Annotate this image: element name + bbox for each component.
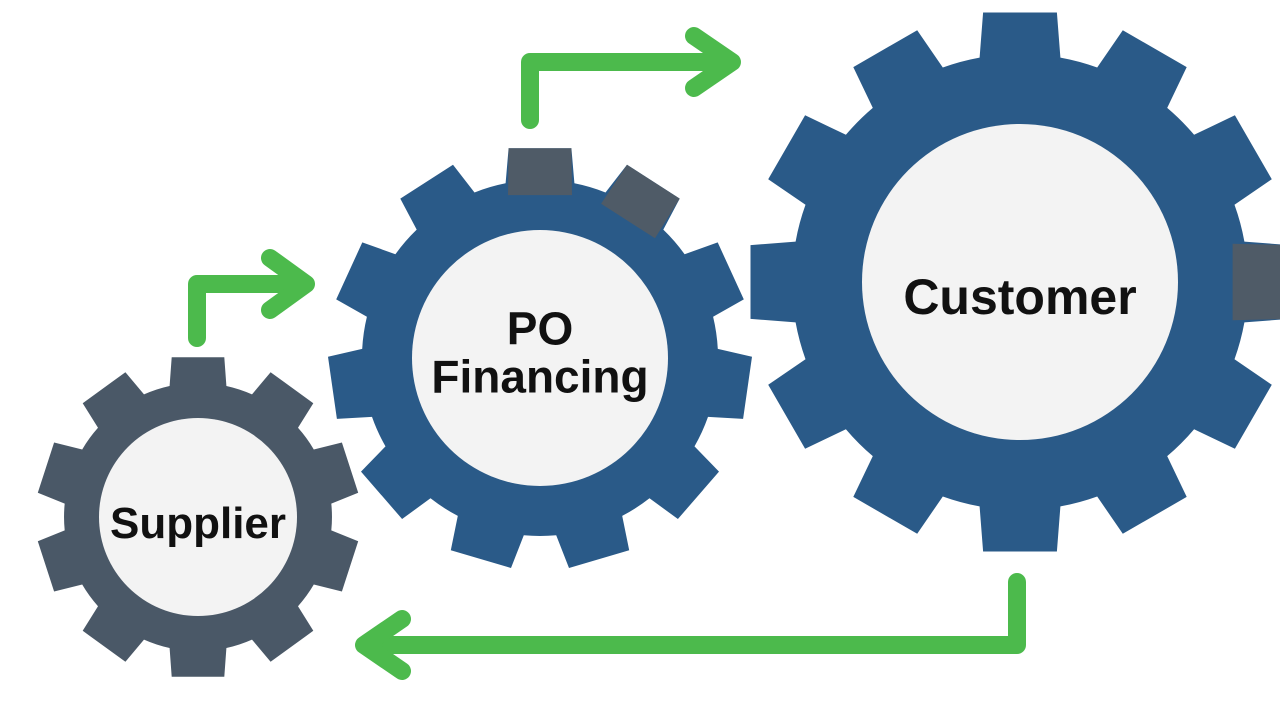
arrow-supplier-to-po xyxy=(188,275,309,347)
arrow-head xyxy=(261,249,315,319)
po-financing-label-line2: Financing xyxy=(431,351,649,403)
gear-tooth-accent xyxy=(508,148,572,196)
po-financing-label-line1: PO xyxy=(506,302,574,355)
supplier-gear-center xyxy=(99,418,297,616)
gear-tooth-accent xyxy=(1232,243,1280,321)
arrow-po-to-customer xyxy=(521,53,737,129)
po-financing-label: PO Financing xyxy=(431,302,649,403)
po-financing-gear-center xyxy=(412,230,668,486)
supplier-label: Supplier xyxy=(109,498,287,548)
arrow-customer-to-supplier xyxy=(363,573,1026,654)
customer-label: Customer xyxy=(903,268,1137,325)
gear-tooth-accent xyxy=(601,164,680,239)
arrow-head xyxy=(685,27,741,97)
customer-gear-center xyxy=(862,124,1178,440)
arrow-head xyxy=(355,610,411,680)
